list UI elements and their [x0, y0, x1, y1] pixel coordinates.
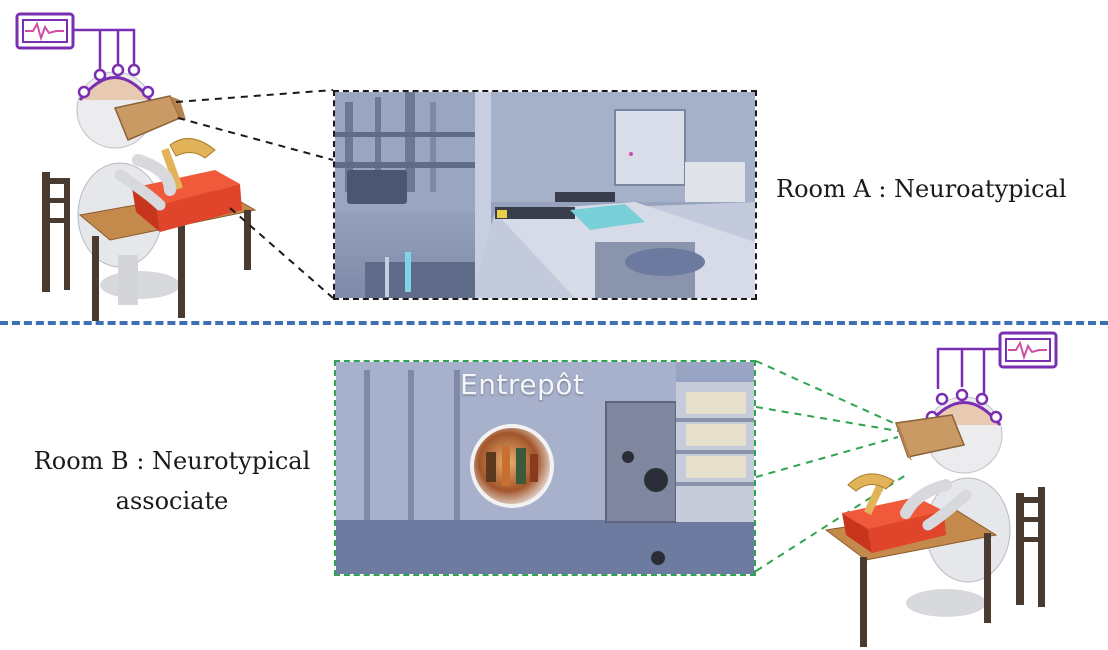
- vr-headset-icon: [113, 95, 186, 141]
- room-b-label-line1: Room B : Neurotypical: [33, 447, 311, 475]
- hammer-icon: [161, 138, 216, 191]
- room-b-scene-image: [336, 362, 754, 574]
- room-a-label: Room A : Neuroatypical: [776, 175, 1067, 203]
- entrepot-sign: Entrepôt: [460, 368, 585, 401]
- chair-icon: [42, 172, 70, 292]
- eeg-monitor-icon: [15, 12, 75, 50]
- room-b-person-figure: [756, 331, 1058, 647]
- room-b-vr-view: Entrepôt: [334, 360, 756, 576]
- room-b-label-line2: associate: [115, 487, 229, 515]
- eeg-monitor-icon: [998, 331, 1058, 369]
- room-b-label: Room B : Neurotypical associate: [12, 441, 332, 521]
- vr-headset-icon: [894, 414, 966, 461]
- warehouse-portal-orb: [470, 424, 554, 508]
- room-a-vr-view: [333, 90, 757, 300]
- room-a-scene-image: [335, 92, 755, 298]
- hammer-icon: [847, 473, 895, 515]
- room-a-person-figure: [15, 12, 334, 321]
- room-divider: [0, 321, 1108, 325]
- chair-icon: [1016, 487, 1045, 607]
